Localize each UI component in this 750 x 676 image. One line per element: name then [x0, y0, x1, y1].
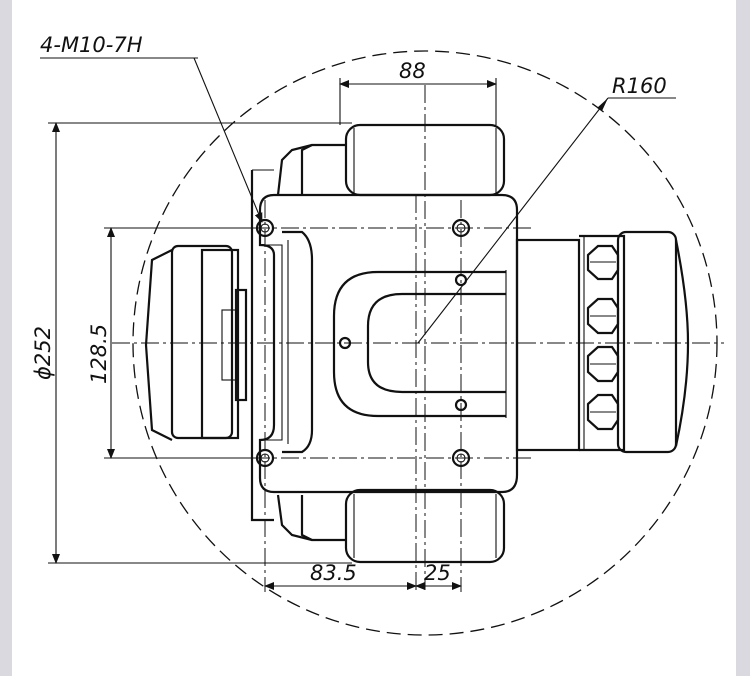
thread-callout: 4-M10-7H	[40, 33, 263, 223]
dim-83-5-label: 83.5	[310, 561, 357, 585]
hole-centerlines	[107, 195, 532, 592]
hex-bolts	[586, 244, 620, 431]
dim-diameter: ϕ252	[31, 122, 352, 564]
diameter-label: ϕ252	[31, 326, 55, 380]
dim-88-label: 88	[399, 59, 426, 83]
radius-label: R160	[612, 74, 667, 98]
technical-drawing: 88 4-M10-7H R160 ϕ252 128.5 83.5 25	[31, 33, 724, 636]
top-wheel	[276, 123, 506, 197]
mounting-plate	[250, 169, 519, 522]
dim-88: 88	[339, 59, 497, 125]
right-motor	[515, 230, 690, 454]
height-label: 128.5	[87, 324, 111, 384]
dim-128-5: 128.5	[87, 227, 262, 459]
drawing-canvas: 88 4-M10-7H R160 ϕ252 128.5 83.5 25	[12, 0, 736, 676]
radius-callout: R160	[417, 74, 676, 344]
dim-25-label: 25	[424, 561, 451, 585]
thread-callout-label: 4-M10-7H	[40, 33, 143, 57]
left-motor	[144, 244, 248, 441]
bottom-wheel	[276, 488, 506, 564]
u-bracket	[332, 270, 507, 418]
dim-bottom: 83.5 25	[264, 561, 462, 590]
